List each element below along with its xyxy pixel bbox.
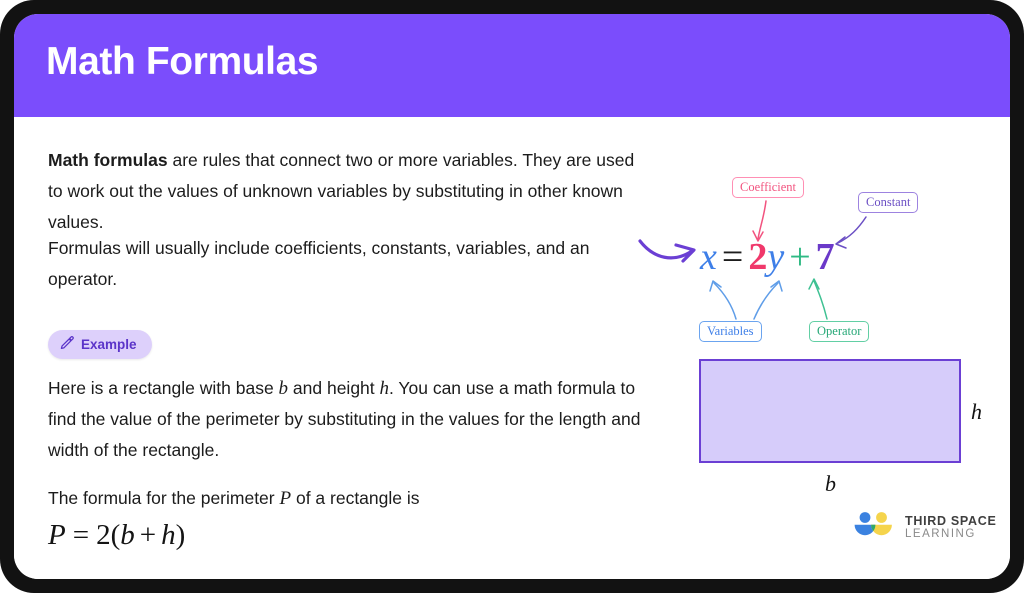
example-badge-label: Example: [81, 337, 137, 352]
equation-term-equals: =: [721, 236, 744, 278]
perimeter-paragraph: The formula for the perimeter P of a rec…: [48, 483, 648, 514]
math-var-b-inline: b: [278, 378, 289, 399]
perimeter-text-b: of a rectangle is: [291, 488, 420, 508]
example-badge: Example: [48, 330, 152, 359]
lesson-card: Math Formulas Math formulas are rules th…: [14, 14, 1010, 579]
example-paragraph: Here is a rectangle with base b and heig…: [48, 373, 648, 466]
intro-rest-text: are rules that connect two or more varia…: [48, 150, 635, 232]
formula-equals: =: [72, 519, 90, 551]
logo-line-1: THIRD SPACE: [905, 514, 997, 529]
perimeter-text-a: The formula for the perimeter: [48, 488, 280, 508]
formula-close-paren: ): [175, 519, 186, 551]
page-header: Math Formulas: [14, 14, 1010, 117]
example-text-b: and height: [288, 378, 380, 398]
formula-coefficient: 2: [96, 519, 111, 551]
equation-diagram: x=2y+7 Coefficient Constant Variables Op…: [614, 177, 1010, 347]
pencil-icon: [60, 335, 74, 354]
logo-wordmark: THIRD SPACE LEARNING: [905, 514, 997, 541]
intro-paragraph: Math formulas are rules that connect two…: [48, 145, 648, 238]
include-text: Formulas will usually include coefficien…: [48, 238, 590, 289]
formula-plus: +: [139, 519, 157, 551]
formula-lhs: P: [48, 519, 66, 551]
equation-term-y: y: [767, 236, 785, 278]
math-var-h-inline: h: [379, 378, 390, 399]
include-paragraph: Formulas will usually include coefficien…: [48, 233, 628, 295]
rectangle-shape: [699, 359, 961, 463]
equation-term-constant: 7: [815, 236, 835, 278]
equation-term-x: x: [700, 236, 717, 278]
rectangle-base-label: b: [825, 471, 836, 496]
content-area: Math formulas are rules that connect two…: [14, 117, 1010, 579]
rectangle-height-label: h: [971, 399, 982, 424]
page-title: Math Formulas: [46, 40, 319, 83]
example-text-c: . You can use a math formula to find the…: [48, 378, 641, 460]
math-var-p-inline: P: [279, 488, 292, 509]
label-coefficient: Coefficient: [732, 177, 804, 199]
label-variables: Variables: [699, 321, 762, 343]
formula-open-paren: (: [110, 519, 121, 551]
logo-mark-icon: [852, 510, 896, 545]
formula-var-b: b: [120, 519, 135, 551]
rectangle-diagram: b h: [669, 359, 999, 504]
equation-annotation-lines: [638, 200, 867, 320]
logo-line-2: LEARNING: [905, 528, 976, 541]
label-constant: Constant: [858, 192, 919, 214]
perimeter-formula: P=2(b+h): [48, 519, 185, 552]
label-operator: Operator: [809, 321, 870, 343]
third-space-learning-logo: THIRD SPACE LEARNING: [852, 510, 997, 545]
intro-bold-term: Math formulas: [48, 150, 168, 170]
equation-term-coefficient: 2: [748, 236, 768, 278]
formula-var-h: h: [161, 519, 176, 551]
equation-expression: x=2y+7: [700, 235, 835, 279]
equation-term-operator: +: [789, 236, 811, 278]
example-text-a: Here is a rectangle with base: [48, 378, 279, 398]
